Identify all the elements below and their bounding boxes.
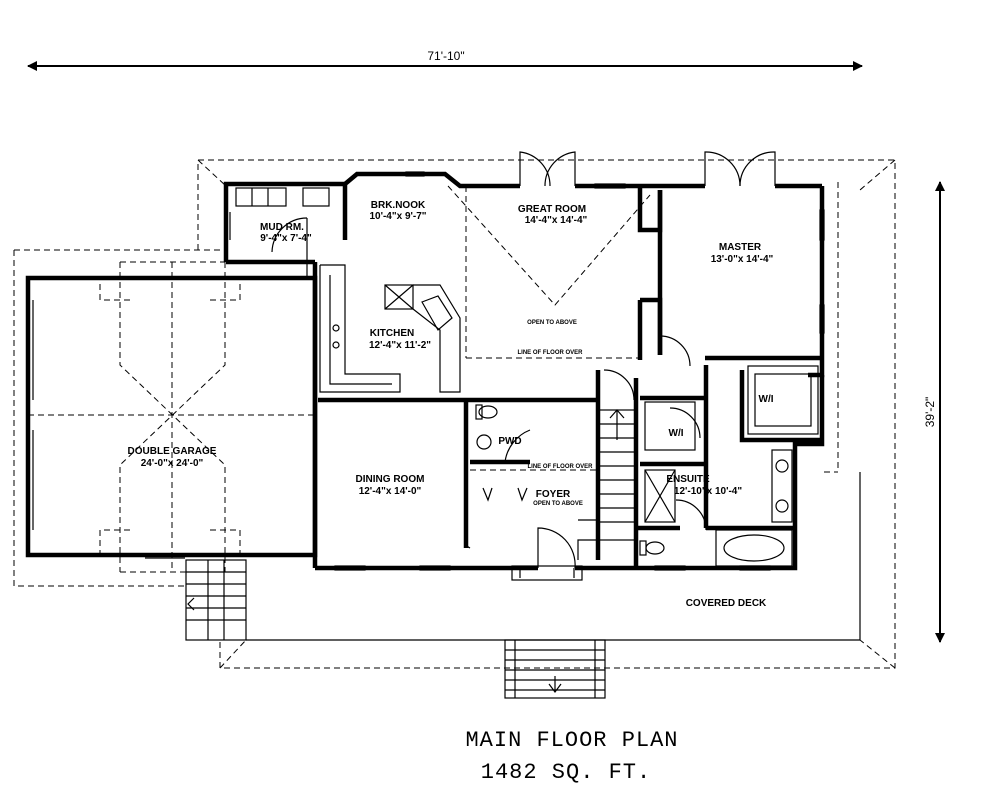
great-room-name: GREAT ROOM (518, 204, 586, 215)
dining-room-name: DINING ROOM (356, 474, 425, 485)
depth-dimension: 39'-2" (923, 181, 945, 643)
kitchen-name: KITCHEN (370, 328, 414, 339)
wi-label-2: W/I (759, 394, 774, 405)
garage-steps (185, 559, 247, 641)
garage (25, 261, 318, 573)
pwd-label: PWD (498, 436, 521, 447)
kitchen-size: 12'-4"x 11'-2" (369, 340, 431, 351)
garage-size: 24'-0"x 24'-0" (141, 458, 204, 469)
width-dimension: 71'-10" (27, 49, 863, 71)
stairs (465, 369, 637, 569)
ensuite-name: ENSUITE (666, 474, 710, 485)
ensuite-fixtures (639, 335, 819, 567)
master-size: 13'-0"x 14'-4" (711, 254, 774, 265)
wi-label-1: W/I (669, 428, 684, 439)
brk-nook-name: BRK.NOOK (371, 200, 426, 211)
ensuite-size: 12'-10"x 10'-4" (674, 486, 742, 497)
kitchen-counters (319, 264, 461, 393)
covered-deck-label: COVERED DECK (686, 598, 767, 609)
deck (246, 472, 861, 699)
room-labels: MUD RM. 9'-4"x 7'-4" BRK.NOOK 10'-4"x 9'… (128, 200, 774, 609)
brk-nook-size: 10'-4"x 9'-7" (369, 211, 426, 222)
dining-room-size: 12'-4"x 14'-0" (359, 486, 422, 497)
roof-outline (13, 159, 896, 669)
plan-title: MAIN FLOOR PLAN 1482 SQ. FT. (465, 728, 678, 785)
line-floor-over-foyer: LINE OF FLOOR OVER (527, 464, 593, 470)
great-room-vault (447, 185, 651, 359)
mud-room (223, 181, 345, 278)
foyer-note: OPEN TO ABOVE (533, 501, 583, 507)
plan-title-line1: MAIN FLOOR PLAN (465, 728, 678, 753)
great-room-size: 14'-4"x 14'-4" (525, 215, 588, 226)
width-dimension-label: 71'-10" (427, 49, 464, 63)
patio-doors (519, 151, 776, 187)
master-name: MASTER (719, 242, 762, 253)
powder-room (470, 404, 598, 502)
depth-dimension-label: 39'-2" (923, 397, 937, 428)
windows (334, 171, 825, 581)
foyer-name: FOYER (536, 489, 571, 500)
mud-room-name: MUD RM. (260, 222, 304, 233)
house-walls (260, 171, 825, 571)
garage-name: DOUBLE GARAGE (128, 446, 217, 457)
plan-title-line2: 1482 SQ. FT. (481, 760, 651, 785)
line-floor-over-great: LINE OF FLOOR OVER (517, 350, 583, 356)
great-room-open-above: OPEN TO ABOVE (527, 320, 577, 326)
mud-room-size: 9'-4"x 7'-4" (260, 233, 312, 244)
